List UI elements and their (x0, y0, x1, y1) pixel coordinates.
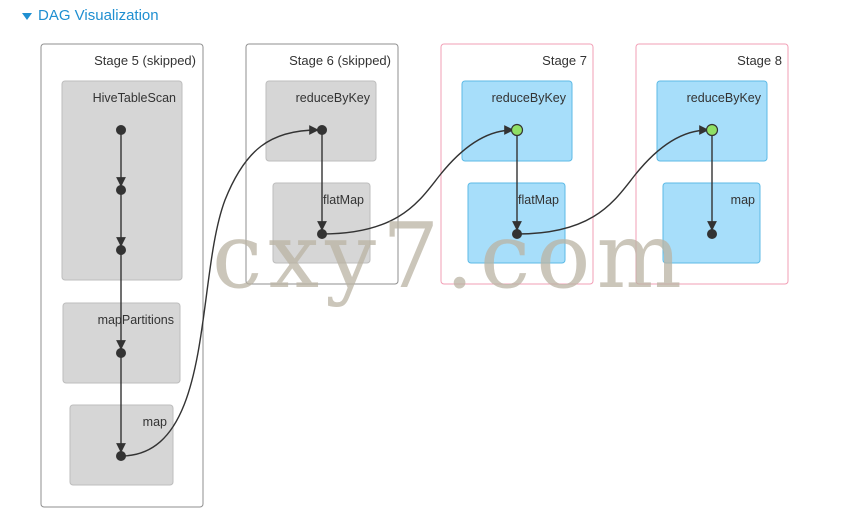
stage-8-cluster[interactable]: Stage 8 (635, 43, 789, 285)
dag-visualization-toggle[interactable]: DAG Visualization (22, 7, 159, 24)
edge (120, 125, 319, 457)
operation-label: reduceByKey (492, 91, 567, 105)
watermark-text: cxy7.com (212, 204, 688, 309)
operation-node-reducebykey[interactable]: reduceByKey (461, 80, 573, 162)
rdd-dot (512, 229, 522, 239)
operation-label: mapPartitions (98, 313, 174, 327)
rdd-dot (707, 229, 717, 239)
stage-8-label: Stage 8 (737, 53, 782, 68)
stage-6-label: Stage 6 (skipped) (289, 53, 391, 68)
rdd-dot (317, 229, 327, 239)
dag-edges (116, 125, 717, 457)
edge (321, 125, 514, 235)
caret-down-icon (22, 12, 32, 20)
rdd-dot (116, 348, 126, 358)
operation-label: HiveTableScan (93, 91, 176, 105)
operation-node-reducebykey[interactable]: reduceByKey (265, 80, 377, 162)
rdd-dot (116, 125, 126, 135)
operation-label: flatMap (323, 193, 364, 207)
stage-6-cluster[interactable]: Stage 6 (skipped) (245, 43, 399, 285)
rdd-dot (116, 451, 126, 461)
section-title: DAG Visualization (38, 7, 159, 24)
rdd-dots (116, 123, 719, 461)
operation-label: map (143, 415, 167, 429)
operation-label: flatMap (518, 193, 559, 207)
rdd-dot (317, 125, 327, 135)
stage-5-cluster[interactable]: Stage 5 (skipped) (40, 43, 204, 508)
edge (516, 125, 709, 235)
stage-7-label: Stage 7 (542, 53, 587, 68)
rdd-dot-cached (705, 123, 719, 137)
rdd-dot-cached (510, 123, 524, 137)
operation-label: map (731, 193, 755, 207)
rdd-dot (116, 185, 126, 195)
operation-label: reduceByKey (687, 91, 762, 105)
operation-node-reducebykey[interactable]: reduceByKey (656, 80, 768, 162)
stage-7-cluster[interactable]: Stage 7 (440, 43, 594, 285)
rdd-dot (116, 245, 126, 255)
operation-label: reduceByKey (296, 91, 371, 105)
stage-5-label: Stage 5 (skipped) (94, 53, 196, 68)
